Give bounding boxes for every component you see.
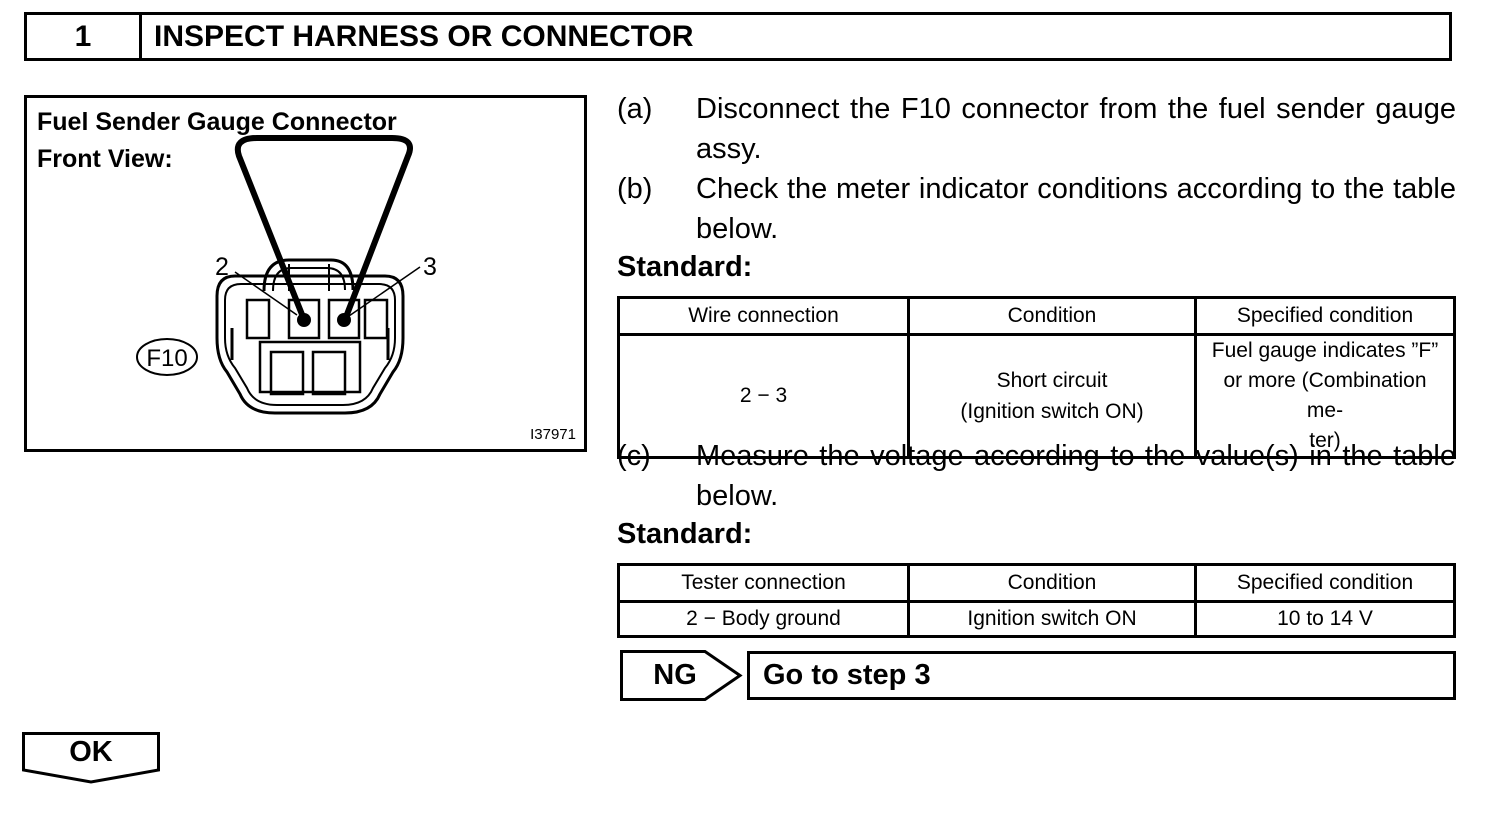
connector-id-label: F10 [146,345,187,372]
step-a-text: Disconnect the F10 connector from the fu… [696,93,1456,165]
ok-label: OK [69,736,113,768]
step-title: INSPECT HARNESS OR CONNECTOR [154,19,694,53]
step-number: 1 [27,15,142,58]
step-b-text: Check the meter indicator conditions acc… [696,173,1456,245]
table-cell: 2 − Body ground [617,600,910,638]
voltage-table: Tester connection Condition Specified co… [617,563,1456,638]
standard-label: Standard: [617,518,753,550]
column-header: Tester connection [617,563,910,603]
cavity [327,298,361,340]
illustration-code: I37971 [530,426,576,443]
step-c-text: Measure the voltage according to the val… [696,440,1456,512]
figure-title-line2: Front View: [37,145,173,173]
connector-illustration: 2 3 F10 [136,135,437,415]
cavity [311,350,347,396]
step-b-label: (b) [617,173,653,205]
cavity [245,298,271,340]
cavity [287,298,321,340]
jumper-wire [234,135,413,320]
ng-label: NG [653,658,697,691]
table-cell: Fuel gauge indicates ”F” or more (Combin… [1194,333,1456,459]
pin-3-label: 3 [423,253,437,281]
pin-3-terminal [337,313,351,327]
table-cell: 10 to 14 V [1194,600,1456,638]
connector-figure: Fuel Sender Gauge Connector Front View: … [24,95,587,452]
table-cell: Ignition switch ON [907,600,1197,638]
table-row: 2 − Body ground Ignition switch ON 10 to… [617,600,1456,638]
step-c-label: (c) [617,440,651,472]
table-row: 2 − 3 Short circuit (Ignition switch ON)… [617,333,1456,459]
column-header: Condition [907,296,1197,336]
step-header: 1 INSPECT HARNESS OR CONNECTOR [24,12,1452,61]
column-header: Wire connection [617,296,910,336]
standard-label: Standard: [617,251,753,283]
pin-2-leader [234,271,298,316]
figure-title: Fuel Sender Gauge Connector Front View: [37,104,397,178]
column-header: Condition [907,563,1197,603]
ok-arrow-box [22,732,160,784]
connector-id-ellipse [136,338,198,376]
ng-arrow-box [620,650,743,701]
table-cell: Short circuit (Ignition switch ON) [907,333,1197,459]
connector-body [215,274,405,415]
cavity [269,350,305,396]
ng-goto-step[interactable]: Go to step 3 [747,651,1456,700]
figure-title-line1: Fuel Sender Gauge Connector [37,108,397,136]
column-header: Specified condition [1194,296,1456,336]
pin-3-leader [348,266,421,317]
pin-2-terminal [297,313,311,327]
meter-condition-table: Wire connection Condition Specified cond… [617,296,1456,459]
cavity [363,298,389,340]
table-header-row: Wire connection Condition Specified cond… [617,296,1456,336]
table-cell: 2 − 3 [617,333,910,459]
pin-2-label: 2 [215,253,229,281]
table-header-row: Tester connection Condition Specified co… [617,563,1456,603]
column-header: Specified condition [1194,563,1456,603]
step-a-label: (a) [617,93,653,125]
